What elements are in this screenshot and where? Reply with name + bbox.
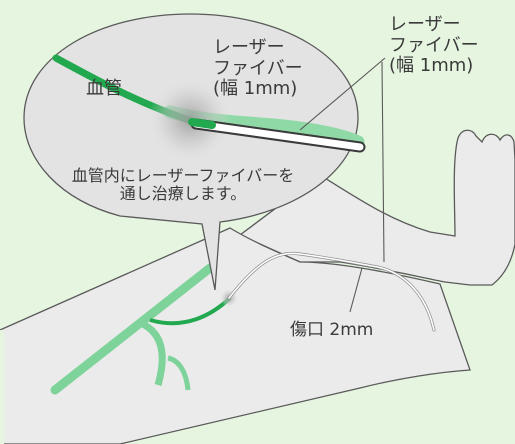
side-fiber-label: レーザー ファイバー (幅 1mm) [389,14,479,77]
zoom-fiber-label-line1: レーザー [213,37,285,58]
fiber-cable-core [228,252,435,331]
limb-section [0,227,471,444]
side-fiber-label-line2: ファイバー [389,34,479,56]
side-fiber-label-line1: レーザー [389,14,461,35]
wound-label: 傷口 2mm [290,320,374,340]
zoom-fiber-label-line3: (幅 1mm) [213,78,298,100]
zoom-fiber-label-line2: ファイバー [213,57,303,79]
leg-shape [238,129,515,286]
zoom-fiber-body [192,120,364,151]
caption-line2: 通し治療します。 [119,184,247,204]
fiber-leader-line [381,61,385,263]
zoom-fiber-tip [188,118,216,129]
vessel-label: 血管 [86,78,122,99]
vessel-light-branch-2 [167,355,191,391]
vessel-light [50,263,215,395]
wound-leader-line [349,267,363,313]
zoom-leader-line [299,57,386,131]
side-fiber-label-line3: (幅 1mm) [389,55,474,77]
caption-line1: 血管内にレーザーファイバーを [71,166,295,185]
zoom-fiber-label: レーザー ファイバー (幅 1mm) [213,37,303,100]
caption: 血管内にレーザーファイバーを 通し治療します。 [52,166,314,204]
vessel-light-branch [136,318,166,386]
